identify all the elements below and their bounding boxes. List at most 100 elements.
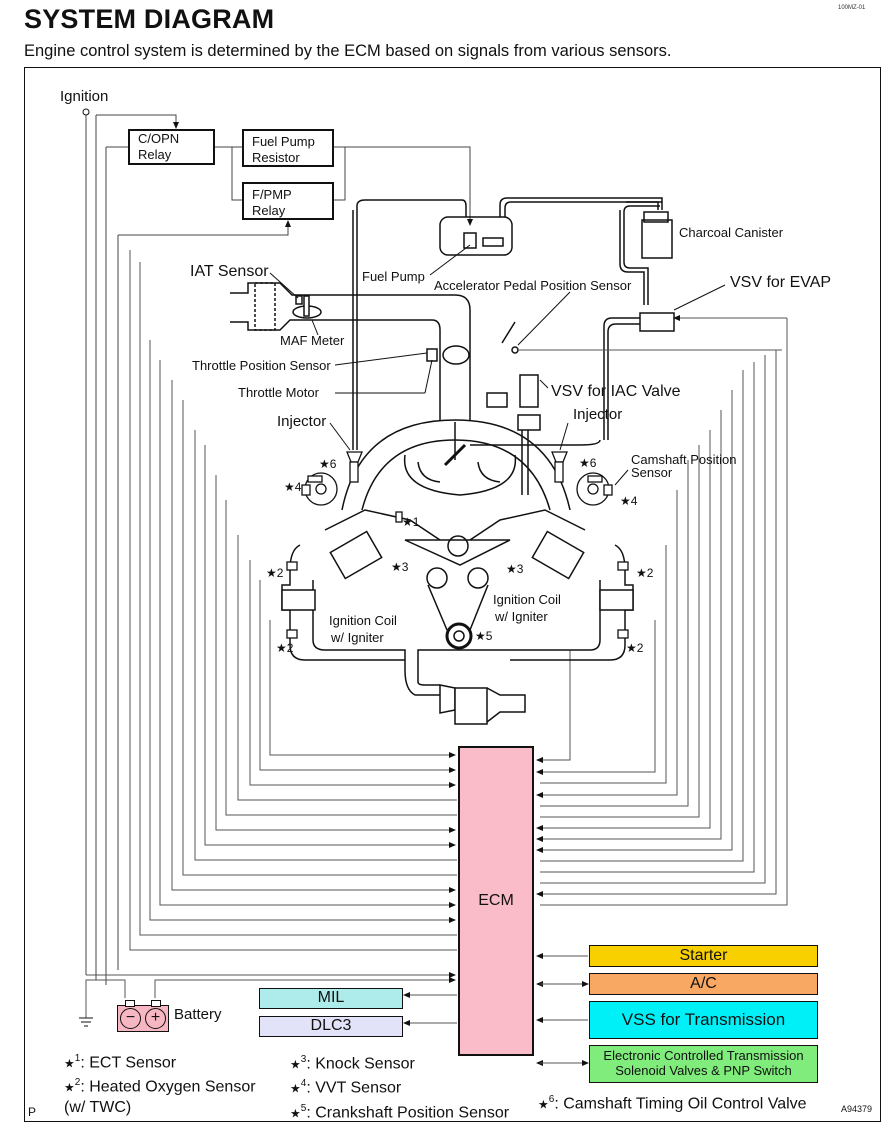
diagram-frame	[24, 67, 881, 1122]
legend-item: ★6: Camshaft Timing Oil Control Valve	[538, 1094, 807, 1113]
intake-plenum	[341, 419, 571, 511]
ect-box: Electronic Controlled Transmission Solen…	[589, 1045, 818, 1083]
star-markers: ★1 ★2 ★2 ★2 ★2 ★3 ★3 ★4 ★4 ★5 ★6 ★6	[266, 456, 654, 655]
ignition-terminal	[82, 108, 90, 116]
injector-right-label: Injector	[573, 406, 622, 423]
right-harness	[536, 315, 788, 906]
ac-label: A/C	[690, 974, 717, 992]
accelerator-pedal	[501, 321, 516, 344]
fuel-pump-resistor-label-1: Fuel Pump	[252, 134, 315, 149]
vsv-evap-box	[639, 312, 675, 332]
iat-sensor-label: IAT Sensor	[190, 263, 269, 280]
ecm-label: ECM	[478, 891, 514, 909]
legend-column-3: ★6: Camshaft Timing Oil Control Valve	[538, 1090, 807, 1114]
vss-box: VSS for Transmission	[589, 1001, 818, 1039]
dlc3-box: DLC3	[259, 1016, 403, 1037]
marker-4-left: ★4	[284, 480, 302, 494]
figure-code: A94379	[841, 1104, 873, 1114]
copn-relay: C/OPN Relay	[128, 129, 215, 165]
ignition-label: Ignition	[60, 88, 108, 105]
maf-meter-label: MAF Meter	[280, 333, 345, 348]
marker-2-left-lower: ★2	[276, 641, 294, 655]
document-id: 100MZ-01	[838, 5, 866, 11]
fuel-pump-resistor-label-2: Resistor	[252, 150, 300, 166]
camshaft-sensor-label-2: Sensor	[631, 465, 673, 480]
battery-label: Battery	[174, 1006, 222, 1023]
fuel-evap-system	[356, 197, 782, 446]
page-mark: P	[28, 1105, 37, 1119]
accelerator-pedal-label: Accelerator Pedal Position Sensor	[434, 278, 632, 293]
iac-valve	[486, 374, 541, 495]
marker-6-right: ★6	[579, 456, 597, 470]
battery-positive-terminal	[151, 1000, 161, 1007]
throttle-sensor-box	[426, 348, 438, 362]
marker-3-right: ★3	[506, 562, 524, 576]
marker-2-left-upper: ★2	[266, 566, 284, 580]
mil-box: MIL	[259, 988, 403, 1009]
marker-5: ★5	[475, 629, 493, 643]
marker-4-right: ★4	[620, 494, 638, 508]
legend-column-1: ★1: ECT Sensor ★2: Heated Oxygen Sensor …	[64, 1049, 256, 1118]
marker-6-left: ★6	[319, 457, 337, 471]
starter-label: Starter	[679, 946, 728, 964]
injector-left-label: Injector	[277, 413, 326, 430]
plus-icon: +	[145, 1008, 166, 1029]
minus-icon: −	[120, 1008, 141, 1029]
diagram-labels: Ignition Fuel Pump Charcoal Canister Acc…	[60, 88, 831, 1023]
legend-item: ★2: Heated Oxygen Sensor	[64, 1077, 256, 1096]
ecm-peripheral-wires	[79, 953, 589, 1066]
page-subtitle: Engine control system is determined by t…	[24, 42, 672, 60]
fuel-pump-body	[463, 232, 477, 249]
legend-item: ★4: VVT Sensor	[290, 1078, 402, 1097]
marker-2-right-lower: ★2	[626, 641, 644, 655]
marker-1: ★1	[402, 515, 420, 529]
engine-block	[281, 419, 634, 725]
fuel-pump-label: Fuel Pump	[362, 269, 425, 284]
legend-item: ★3: Knock Sensor	[290, 1054, 415, 1073]
leader-lines	[269, 244, 726, 486]
throttle-body	[442, 345, 470, 365]
ignition-coil-left-label-1: Ignition Coil	[329, 613, 397, 628]
ecm-box: ECM	[458, 746, 534, 1056]
throttle-motor-label: Throttle Motor	[238, 385, 320, 400]
copn-relay-label: C/OPN Relay	[138, 130, 180, 162]
ignition-wiring	[82, 108, 473, 985]
camshaft-sensor-label-1: Camshaft Position	[631, 452, 737, 467]
legend-item: ★1: ECT Sensor	[64, 1053, 177, 1072]
fuel-pump-resistor: Fuel Pump Resistor	[242, 129, 334, 167]
marker-3-left: ★3	[391, 560, 409, 574]
ignition-coil-left-label-2: w/ Igniter	[330, 630, 384, 645]
ect-label-1: Electronic Controlled Transmission	[603, 1048, 804, 1064]
left-harness	[129, 250, 457, 951]
ignition-coil-right-label-2: w/ Igniter	[494, 609, 548, 624]
throttle-position-sensor-label: Throttle Position Sensor	[192, 358, 331, 373]
legend-item: ★5: Crankshaft Position Sensor	[290, 1102, 510, 1121]
dlc3-label: DLC3	[310, 1017, 352, 1035]
starter-box: Starter	[589, 945, 818, 967]
battery: − +	[117, 1000, 169, 1032]
marker-2-right-upper: ★2	[636, 566, 654, 580]
fpmp-relay-label-1: F/PMP	[252, 187, 292, 202]
fpmp-relay-label-2: Relay	[252, 203, 286, 219]
vss-label: VSS for Transmission	[621, 1010, 786, 1030]
ect-label-2: Solenoid Valves & PNP Switch	[615, 1063, 792, 1078]
ac-box: A/C	[589, 973, 818, 995]
ignition-coil-right-label-1: Ignition Coil	[493, 592, 561, 607]
mil-label: MIL	[317, 989, 345, 1007]
legend-column-2: ★3: Knock Sensor ★4: VVT Sensor ★5: Cran…	[290, 1050, 509, 1123]
air-filter	[254, 282, 276, 331]
vsv-evap-label: VSV for EVAP	[730, 274, 831, 291]
page-title: SYSTEM DIAGRAM	[24, 4, 275, 34]
charcoal-canister	[641, 219, 673, 259]
fuel-tank	[439, 216, 513, 256]
vsv-iac-label: VSV for IAC Valve	[551, 383, 681, 400]
intake-duct-top	[230, 282, 471, 420]
battery-negative-terminal	[125, 1000, 135, 1007]
catalytic-converter	[454, 687, 488, 725]
legend-item: (w/ TWC)	[64, 1098, 132, 1116]
intake-system	[230, 210, 471, 450]
fpmp-relay: F/PMP Relay	[242, 182, 334, 220]
charcoal-canister-label: Charcoal Canister	[679, 225, 784, 240]
engine-sensors	[286, 451, 629, 639]
